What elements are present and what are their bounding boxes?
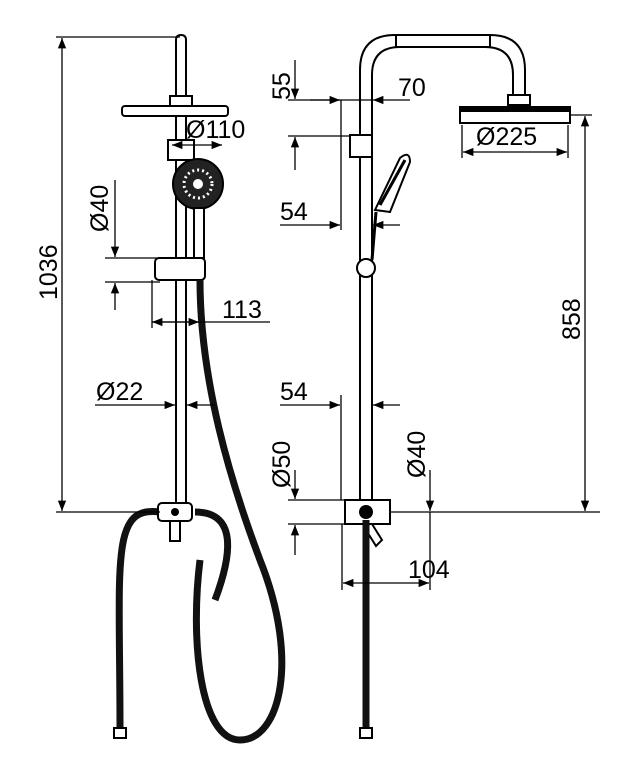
- dim-d50: Ø50: [268, 441, 296, 488]
- dim-70: 70: [398, 74, 426, 102]
- dim-113: 113: [222, 296, 262, 324]
- dim-54-lower: 54: [280, 378, 308, 406]
- rain-shower-head: [121, 105, 229, 117]
- dim-104: 104: [408, 556, 450, 584]
- dim-d40-slider: Ø40: [86, 185, 114, 232]
- slider-bracket: [154, 257, 206, 281]
- dim-d110: Ø110: [186, 116, 245, 144]
- dim-54-upper: 54: [280, 198, 308, 226]
- hose: [192, 279, 286, 744]
- front-view: 1036 Ø110 Ø40 113 Ø22: [35, 33, 286, 744]
- dim-d40-outlet: Ø40: [403, 431, 431, 478]
- dim-858: 858: [558, 298, 586, 340]
- dim-55: 55: [268, 72, 296, 100]
- dim-d22: Ø22: [96, 378, 143, 406]
- dim-1036: 1036: [35, 244, 63, 300]
- side-view: 55 70 54 Ø225 858 54 Ø50 Ø40 104: [268, 34, 600, 739]
- slider-knob: [356, 258, 376, 278]
- dim-d225: Ø225: [476, 123, 537, 151]
- overhead-arm: [359, 34, 526, 505]
